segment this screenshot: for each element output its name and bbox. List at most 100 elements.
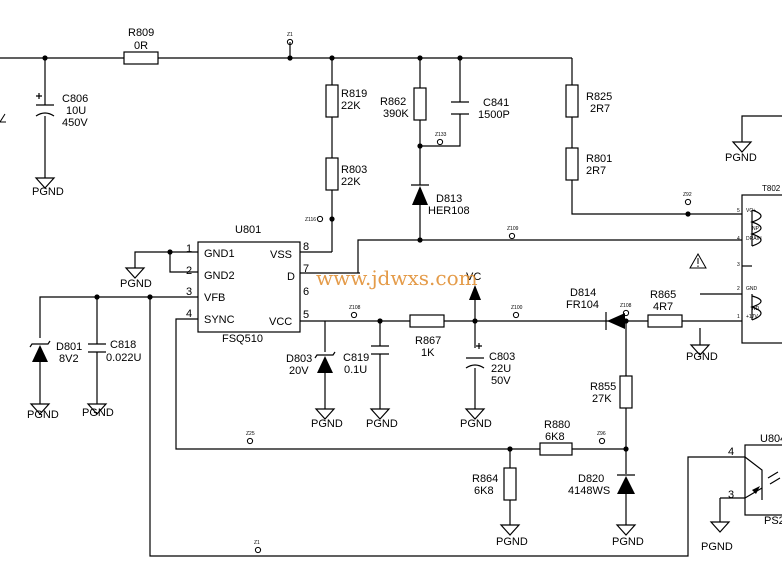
svg-text:R864: R864 bbox=[472, 473, 498, 485]
svg-text:1: 1 bbox=[737, 314, 740, 320]
diode-d814: D814 FR104 bbox=[566, 287, 625, 330]
resistor-r867: R867 1K bbox=[409, 314, 445, 359]
resistor-r825: R825 2R7 bbox=[565, 84, 612, 118]
svg-text:50V: 50V bbox=[491, 375, 511, 387]
warning-icon bbox=[689, 252, 707, 269]
svg-text:VSS: VSS bbox=[270, 249, 292, 261]
svg-text:+17V: +17V bbox=[746, 314, 758, 320]
ground-symbol: PGND bbox=[32, 177, 64, 198]
warning-icon-left bbox=[0, 113, 6, 123]
svg-text:27K: 27K bbox=[592, 393, 612, 405]
svg-text:PGND: PGND bbox=[366, 418, 398, 430]
ground-symbol: PGND bbox=[366, 408, 398, 430]
zener-d801: D801 8V2 bbox=[29, 340, 82, 365]
resistor-r809: R809 0R bbox=[123, 27, 159, 65]
svg-text:PGND: PGND bbox=[496, 536, 528, 548]
test-point: Z25 bbox=[246, 431, 255, 445]
svg-text:R855: R855 bbox=[590, 381, 616, 393]
svg-text:Z25: Z25 bbox=[246, 431, 255, 437]
svg-text:U804: U804 bbox=[760, 433, 782, 445]
svg-text:PGND: PGND bbox=[311, 418, 343, 430]
test-point: Z109 bbox=[507, 226, 519, 240]
svg-text:Z133: Z133 bbox=[435, 132, 447, 138]
svg-text:HER108: HER108 bbox=[428, 205, 470, 217]
svg-text:D814: D814 bbox=[570, 287, 596, 299]
diode-d813: D813 HER108 bbox=[411, 184, 470, 217]
test-point: Z108 bbox=[349, 305, 361, 319]
svg-text:D801: D801 bbox=[56, 341, 82, 353]
ic-u801: U801 FSQ510 1 GND1 2 GND2 3 VFB 4 SYNC 8… bbox=[186, 224, 309, 345]
svg-text:DRAIN: DRAIN bbox=[746, 236, 762, 242]
svg-text:R825: R825 bbox=[586, 91, 612, 103]
svg-text:1: 1 bbox=[186, 243, 192, 255]
svg-text:Z108: Z108 bbox=[349, 305, 361, 311]
svg-text:PGND: PGND bbox=[701, 541, 733, 553]
svg-text:6K8: 6K8 bbox=[474, 485, 494, 497]
svg-text:C841: C841 bbox=[483, 97, 509, 109]
svg-text:20V: 20V bbox=[289, 365, 309, 377]
svg-text:FR104: FR104 bbox=[566, 299, 599, 311]
svg-text:Z96: Z96 bbox=[597, 431, 606, 437]
zener-d803: D803 20V bbox=[286, 351, 336, 377]
svg-text:22U: 22U bbox=[491, 363, 511, 375]
svg-text:GND2: GND2 bbox=[204, 270, 235, 282]
ground-symbol: PGND bbox=[701, 521, 733, 553]
svg-text:390K: 390K bbox=[383, 108, 409, 120]
svg-text:C818: C818 bbox=[110, 339, 136, 351]
svg-text:R880: R880 bbox=[544, 419, 570, 431]
svg-text:10U: 10U bbox=[66, 105, 86, 117]
svg-text:VFB: VFB bbox=[204, 292, 225, 304]
svg-text:22K: 22K bbox=[341, 176, 361, 188]
ground-symbol: PGND bbox=[612, 524, 644, 548]
test-point: Z1 bbox=[286, 32, 294, 46]
svg-text:D: D bbox=[287, 271, 295, 283]
svg-text:SYNC: SYNC bbox=[204, 314, 235, 326]
capacitor-c819: C819 0.1U bbox=[343, 345, 389, 376]
ground-symbol: PGND bbox=[27, 403, 59, 421]
svg-text:Z100: Z100 bbox=[511, 305, 523, 311]
svg-text:PGND: PGND bbox=[686, 351, 718, 363]
optocoupler-u804: U804 PS2 4 3 bbox=[728, 433, 782, 527]
test-point: Z96 bbox=[597, 431, 606, 445]
test-point: Z100 bbox=[511, 305, 523, 319]
ground-symbol: PGND bbox=[460, 408, 492, 430]
svg-text:1500P: 1500P bbox=[478, 109, 510, 121]
svg-text:6K8: 6K8 bbox=[545, 431, 565, 443]
svg-text:FSQ510: FSQ510 bbox=[222, 333, 263, 345]
transformer-t802: T802 5 VC+ NP 4 DRAIN 3 2 GND ND 1 +17V bbox=[737, 184, 782, 344]
capacitor-c806: C806 10U 450V bbox=[35, 93, 88, 129]
resistor-r855: R855 27K bbox=[590, 375, 633, 409]
svg-text:PGND: PGND bbox=[120, 278, 152, 290]
svg-text:Z1: Z1 bbox=[254, 540, 260, 546]
test-point: Z92 bbox=[683, 192, 692, 206]
svg-text:0R: 0R bbox=[134, 40, 148, 52]
svg-text:PGND: PGND bbox=[27, 409, 59, 421]
capacitor-c803: C803 22U 50V bbox=[465, 343, 515, 387]
svg-text:PGND: PGND bbox=[612, 536, 644, 548]
svg-text:3: 3 bbox=[737, 262, 740, 268]
svg-text:2R7: 2R7 bbox=[586, 165, 606, 177]
net-vc: VC bbox=[466, 271, 481, 300]
svg-text:U801: U801 bbox=[235, 224, 261, 236]
diode-d820: D820 4148WS bbox=[568, 473, 635, 497]
capacitor-c841: C841 1500P bbox=[451, 97, 510, 121]
svg-text:C806: C806 bbox=[62, 93, 88, 105]
svg-text:22K: 22K bbox=[341, 100, 361, 112]
ground-symbols: PGND PGND PGND PGND PGND PGND PGND PGND … bbox=[27, 141, 757, 553]
ground-symbol: PGND bbox=[311, 408, 343, 430]
svg-text:Z1: Z1 bbox=[287, 32, 293, 38]
svg-text:VC+: VC+ bbox=[746, 208, 756, 214]
resistor-r819: R819 22K bbox=[325, 84, 367, 118]
svg-text:C803: C803 bbox=[489, 351, 515, 363]
svg-text:C819: C819 bbox=[343, 352, 369, 364]
svg-text:2R7: 2R7 bbox=[590, 103, 610, 115]
svg-text:2: 2 bbox=[186, 265, 192, 277]
svg-text:4R7: 4R7 bbox=[653, 301, 673, 313]
svg-text:8: 8 bbox=[303, 241, 309, 253]
svg-text:5: 5 bbox=[303, 309, 309, 321]
svg-text:0.1U: 0.1U bbox=[344, 364, 367, 376]
svg-text:R809: R809 bbox=[128, 27, 154, 39]
svg-text:450V: 450V bbox=[62, 117, 88, 129]
svg-text:4: 4 bbox=[728, 446, 734, 458]
